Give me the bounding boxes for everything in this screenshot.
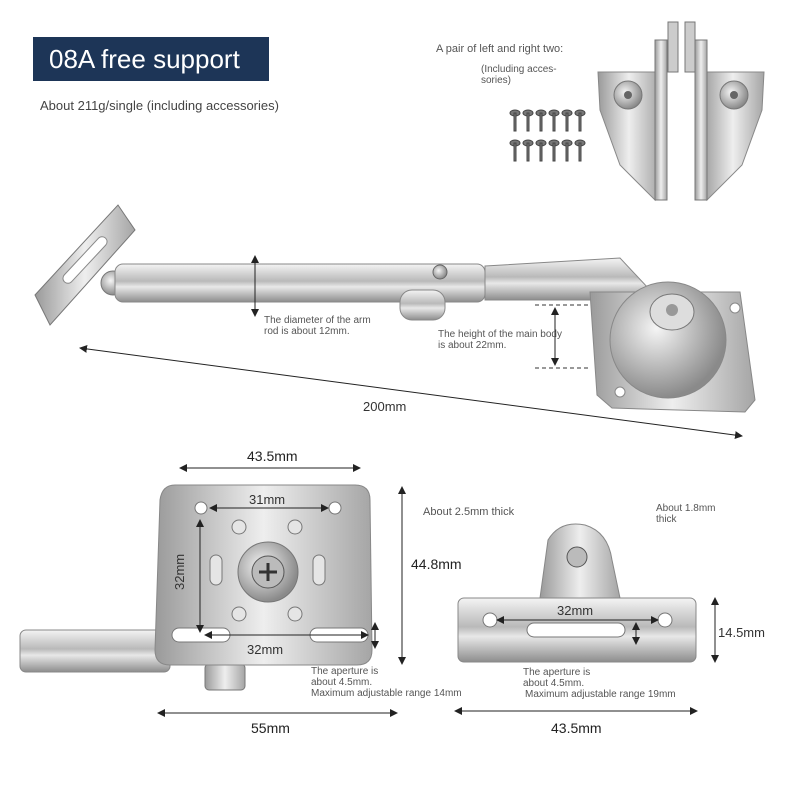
base-aperture-note-1: The aperture is xyxy=(311,666,379,677)
length-label: 200mm xyxy=(363,399,407,414)
bracket-hole-spacing: 32mm xyxy=(557,603,594,618)
accessories-note-2: sories) xyxy=(481,75,512,86)
base-hole-spacing-top: 31mm xyxy=(249,492,286,507)
accessories-note-1: (Including acces- xyxy=(481,64,557,75)
bracket-range-note: Maximum adjustable range 19mm xyxy=(525,689,676,700)
hinge-pair-image xyxy=(597,21,765,202)
arm-rod-note-1: The diameter of the arm xyxy=(264,315,371,326)
base-width-bottom: 55mm xyxy=(251,720,290,736)
base-plate-image xyxy=(19,484,373,691)
base-hole-spacing-bottom: 32mm xyxy=(247,642,284,657)
bracket-width: 43.5mm xyxy=(551,720,602,736)
base-height: 44.8mm xyxy=(411,556,462,572)
base-thickness-note: About 2.5mm thick xyxy=(423,506,515,518)
length-line xyxy=(79,344,743,440)
bracket-height: 14.5mm xyxy=(718,625,765,640)
screws-image xyxy=(509,109,586,162)
base-aperture-note-2: about 4.5mm. xyxy=(311,677,373,688)
base-range-note: Maximum adjustable range 14mm xyxy=(311,688,462,699)
base-hole-spacing-side: 32mm xyxy=(172,553,187,590)
bracket-aperture-note-1: The aperture is xyxy=(523,667,591,678)
main-body-note-2: is about 22mm. xyxy=(438,340,507,351)
weight-note: About 211g/single (including accessories… xyxy=(40,98,279,113)
base-width-top: 43.5mm xyxy=(247,448,298,464)
bracket-image xyxy=(457,523,697,663)
main-body-note-1: The height of the main body xyxy=(438,329,562,340)
title-banner: 08A free support xyxy=(33,37,269,81)
bracket-thickness-note-1: About 1.8mm xyxy=(656,503,716,514)
pair-note: A pair of left and right two: xyxy=(436,43,564,55)
bracket-aperture-note-2: about 4.5mm. xyxy=(523,678,585,689)
bracket-thickness-note-2: thick xyxy=(656,514,677,525)
support-arm-image xyxy=(34,204,756,413)
arm-rod-note-2: rod is about 12mm. xyxy=(264,326,350,337)
